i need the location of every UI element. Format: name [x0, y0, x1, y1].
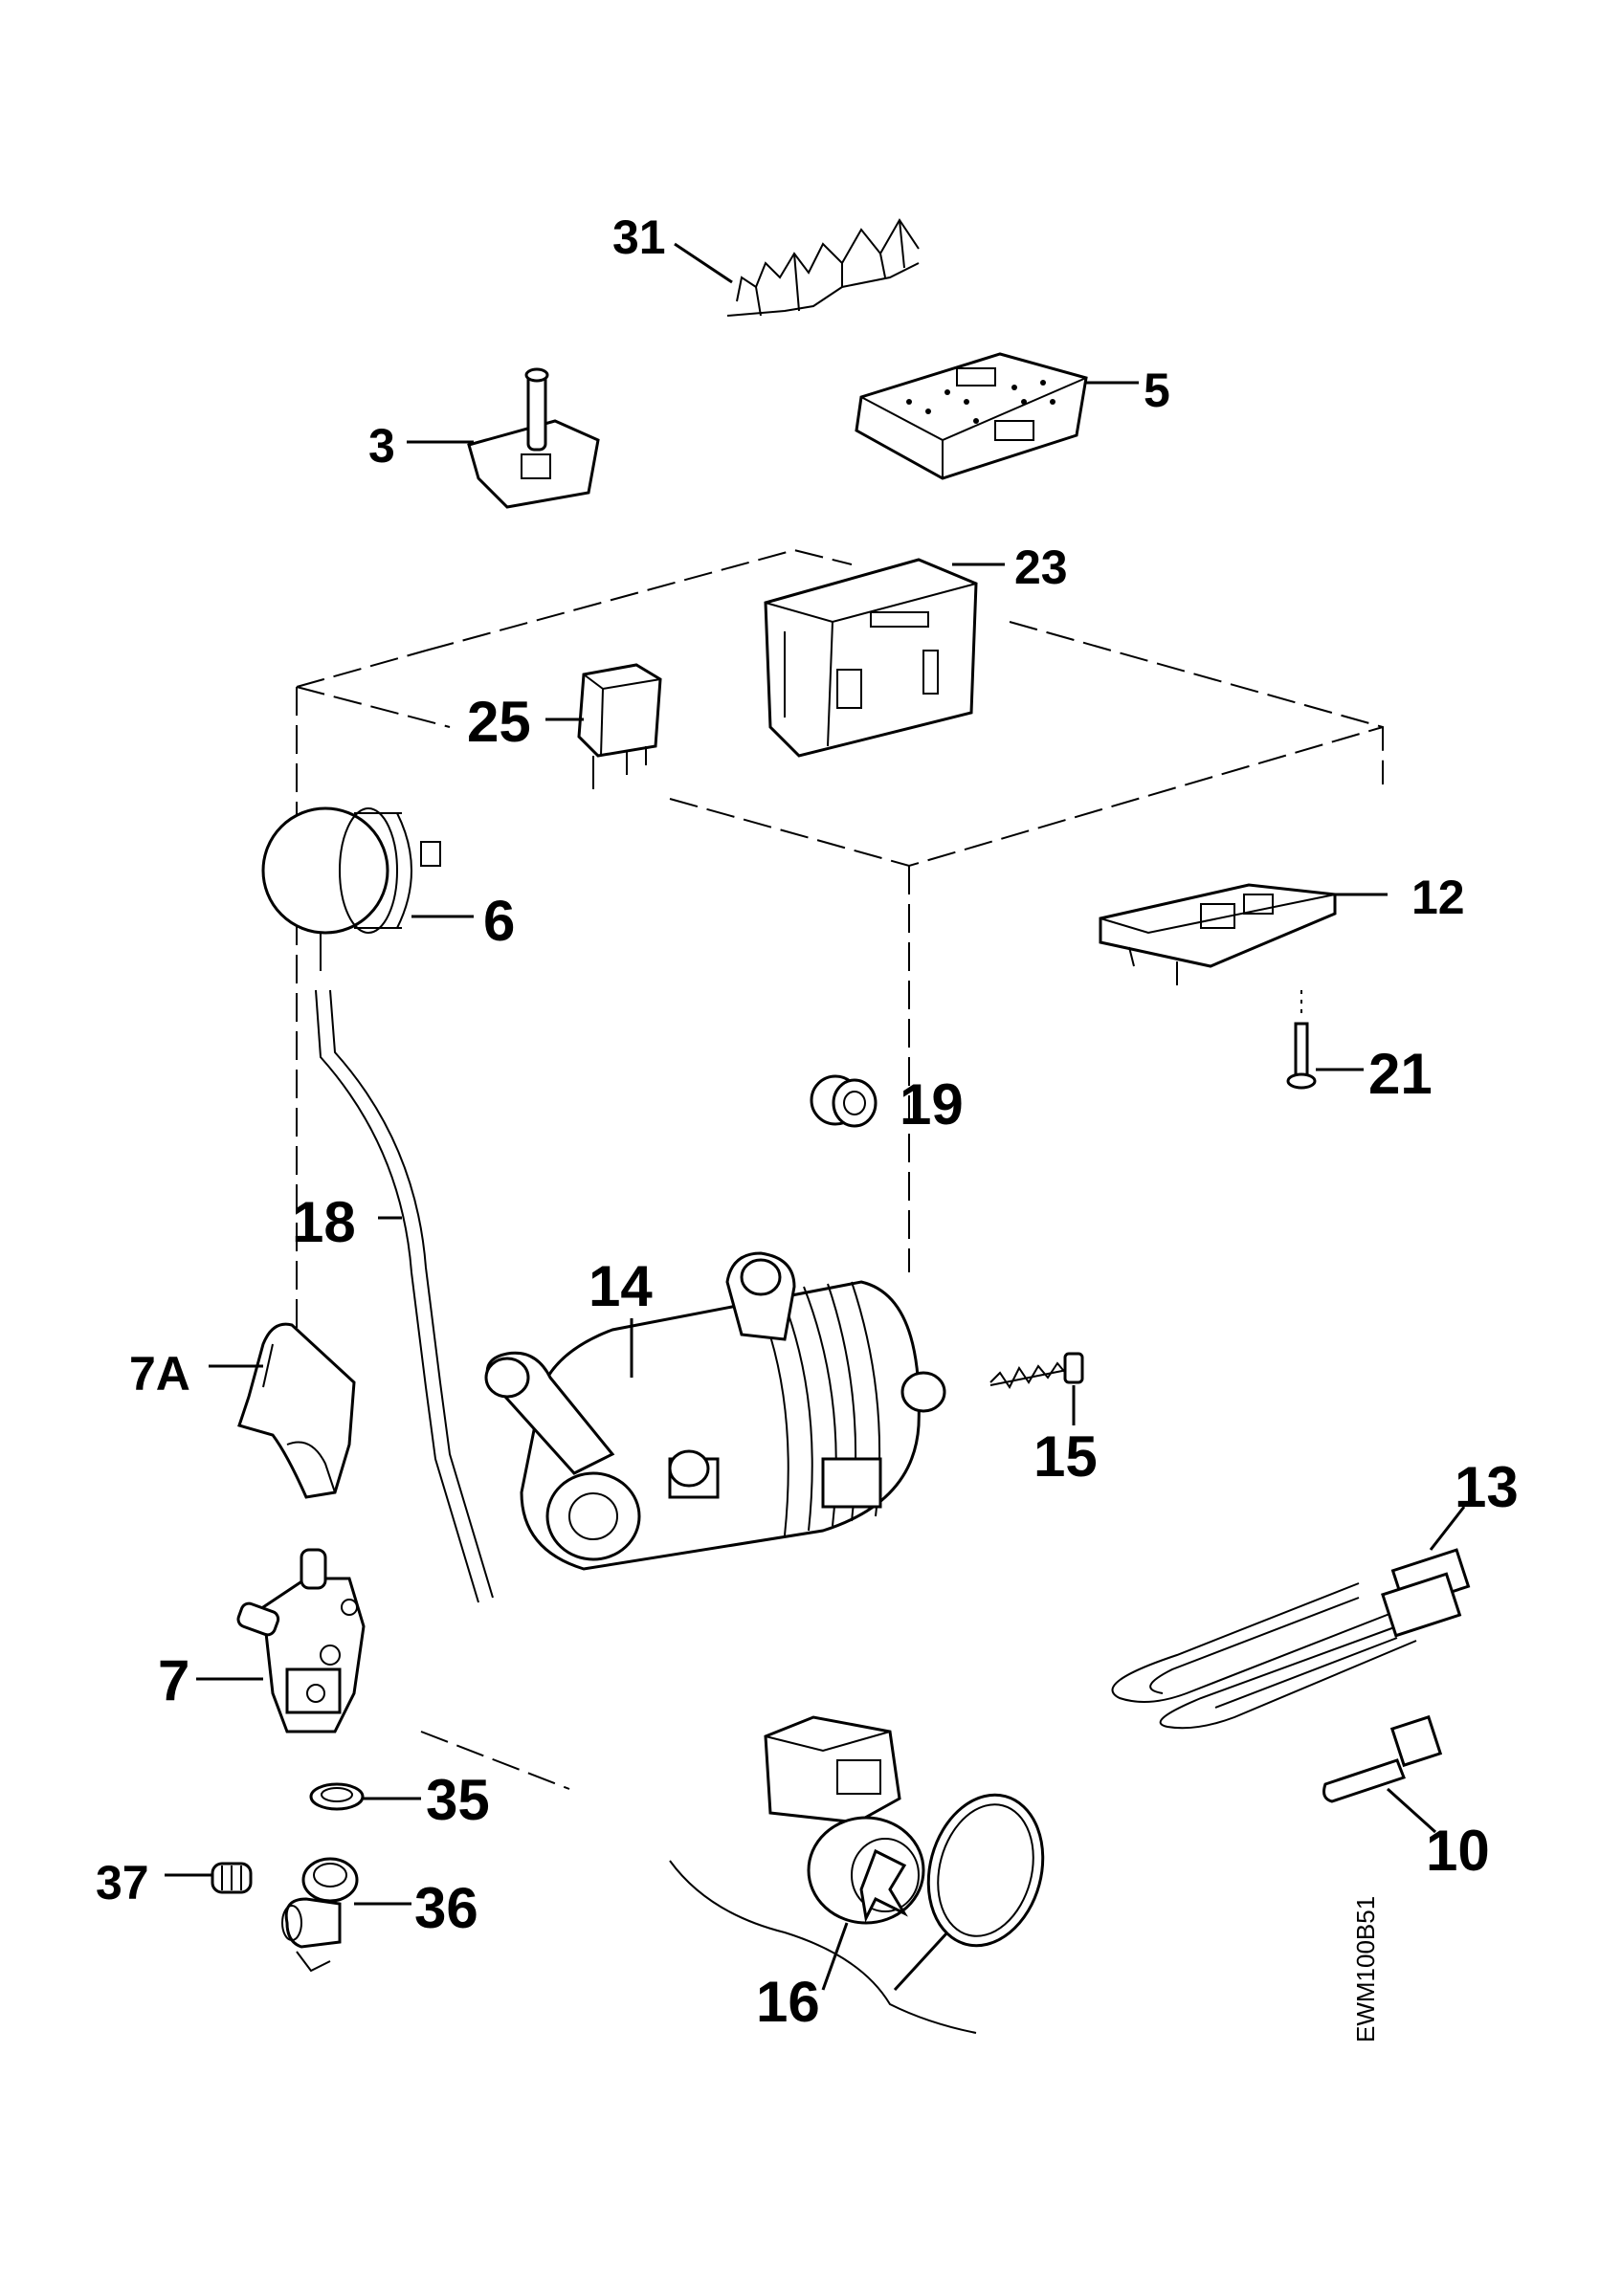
part-14-motor [484, 1251, 946, 1571]
part-7-inlet-valve [236, 1548, 366, 1733]
part-25-relay [577, 663, 662, 789]
leader-13 [1429, 1506, 1466, 1551]
label-6: 6 [483, 889, 515, 953]
label-3: 3 [368, 419, 395, 473]
label-16: 16 [756, 1970, 820, 2034]
label-37: 37 [96, 1856, 149, 1910]
leader-16 [821, 1922, 949, 1992]
part-16-drain-pump [669, 1715, 1045, 2034]
part-21-screw [1286, 990, 1317, 1090]
part-18-pressure-hose [315, 989, 494, 1603]
part-12-door-lock [1099, 883, 1337, 985]
label-15: 15 [1033, 1424, 1098, 1489]
part-15-motor-screw [989, 1352, 1084, 1389]
label-35: 35 [426, 1768, 490, 1832]
part-36-elbow [281, 1857, 359, 1973]
part-6-pressure-switch [261, 806, 441, 971]
part-35-seal [309, 1782, 365, 1811]
label-23: 23 [1014, 541, 1068, 594]
part-5-electronic-board [855, 352, 1088, 480]
part-37-filter [211, 1862, 253, 1894]
label-18: 18 [292, 1190, 356, 1254]
label-14: 14 [589, 1254, 653, 1318]
part-10-temperature-sensor [1322, 1714, 1443, 1803]
part-7a-bracket [237, 1322, 356, 1499]
leader-31 [674, 242, 733, 284]
diagram-code: EWM100B51 [1351, 1896, 1380, 2042]
leader-10 [1386, 1787, 1437, 1834]
label-7a: 7A [129, 1347, 190, 1401]
label-7: 7 [158, 1648, 189, 1712]
part-19-bush [810, 1074, 878, 1128]
label-19: 19 [900, 1072, 964, 1137]
label-25: 25 [467, 690, 531, 754]
label-10: 10 [1426, 1819, 1490, 1883]
label-21: 21 [1368, 1042, 1433, 1106]
part-31-wiring-comb [726, 218, 920, 317]
label-5: 5 [1144, 364, 1170, 417]
part-3-selector-switch [467, 367, 600, 509]
label-12: 12 [1411, 871, 1465, 924]
part-13-heating-element [1111, 1548, 1471, 1730]
cabinet-outline [296, 548, 1384, 1790]
part-23-programmer-module [764, 558, 978, 758]
label-36: 36 [414, 1876, 478, 1940]
label-13: 13 [1455, 1455, 1519, 1519]
label-31: 31 [612, 210, 666, 264]
